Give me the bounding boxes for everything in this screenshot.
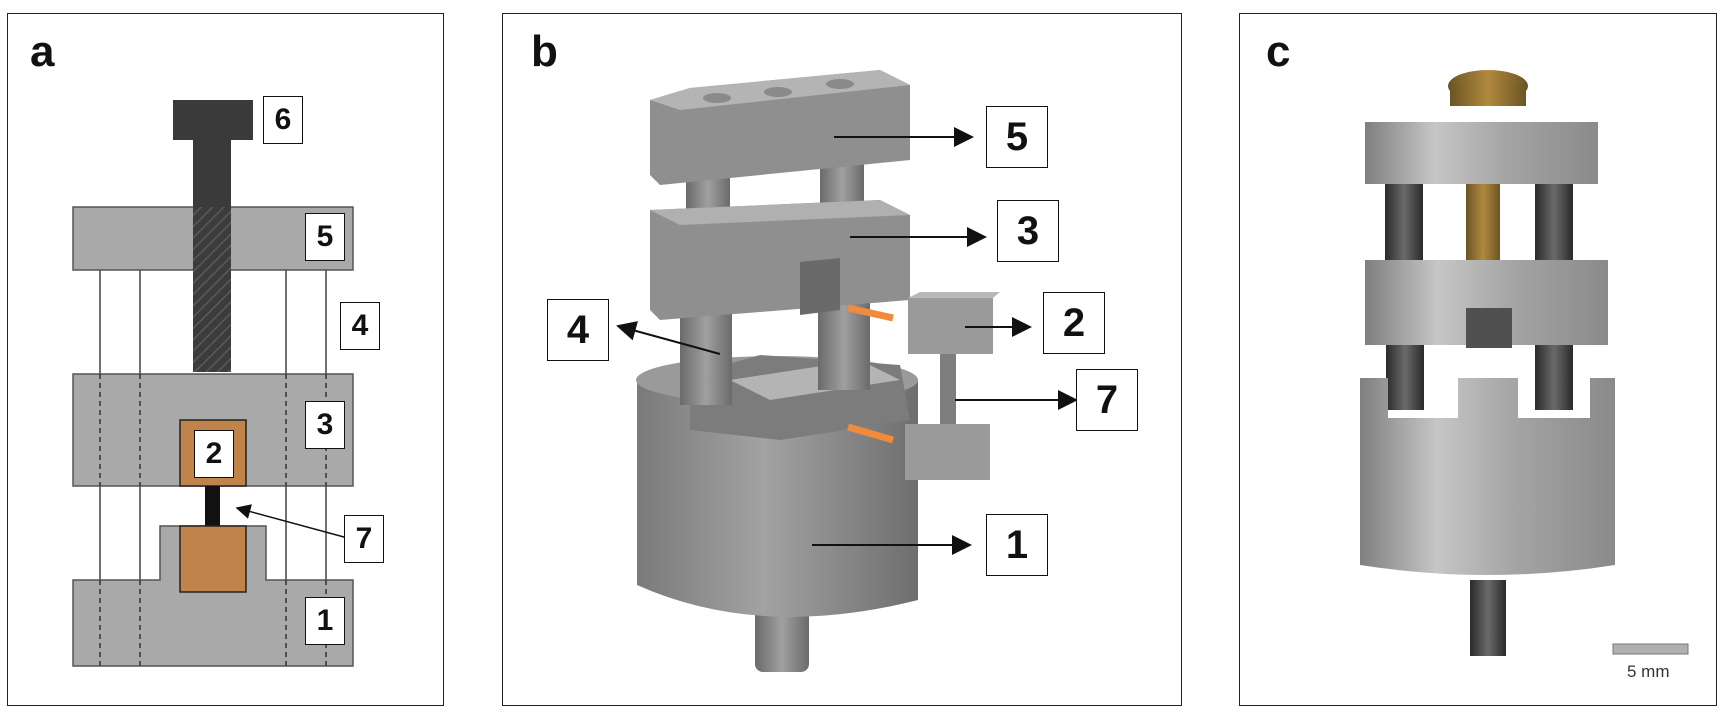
scale-bar	[1612, 643, 1689, 655]
orange-arrow-lower	[847, 423, 894, 444]
label-2-a: 2	[194, 430, 234, 478]
base-block-1	[72, 525, 354, 667]
rod-4-right	[818, 300, 870, 390]
label-5-b: 5	[986, 106, 1048, 168]
label-1-a: 1	[305, 597, 345, 645]
bottom-pin-b	[755, 600, 809, 672]
panel-b-letter: b	[531, 27, 558, 76]
label-2-b: 2	[1043, 292, 1105, 354]
label-7-b: 7	[1076, 369, 1138, 431]
label-7-a: 7	[344, 515, 384, 563]
label-4-b: 4	[547, 299, 609, 361]
label-3-b: 3	[997, 200, 1059, 262]
screw-thread-c	[1466, 184, 1500, 262]
bottom-thread-c	[1470, 580, 1506, 656]
arrow-7-a	[235, 504, 356, 541]
panel-a-letter: a	[30, 27, 55, 76]
rod-left-c	[1385, 184, 1423, 262]
panel-c-letter: c	[1266, 27, 1291, 76]
label-3-a: 3	[305, 401, 345, 449]
specimen-7	[205, 486, 220, 526]
lower-holder	[179, 525, 247, 593]
label-4-a: 4	[340, 302, 380, 350]
arrow-4-b	[616, 321, 721, 355]
top-plate-c	[1365, 122, 1598, 184]
base-cylinder-c	[1360, 378, 1615, 575]
label-6-a: 6	[263, 96, 303, 144]
specimen-7-b	[940, 354, 956, 424]
screw-thread	[193, 207, 231, 372]
rod-right-c	[1535, 184, 1573, 262]
screw-head-6	[173, 100, 253, 140]
scale-bar-label: 5 mm	[1627, 662, 1670, 681]
label-5-a: 5	[305, 213, 345, 261]
cylinder-1-b	[637, 380, 918, 617]
block-3-b	[650, 200, 910, 320]
lower-holder-b	[905, 424, 990, 480]
label-1-b: 1	[986, 514, 1048, 576]
orange-arrow-upper	[847, 304, 894, 322]
